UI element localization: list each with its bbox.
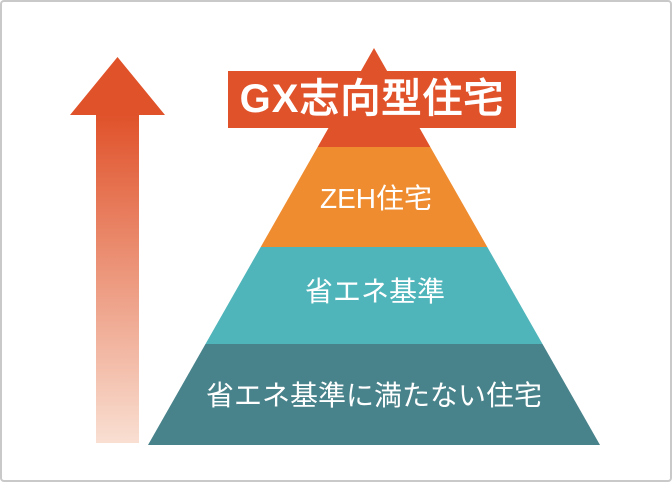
level-1-banner — [228, 71, 516, 128]
level-3-label: 省エネ基準 — [304, 276, 445, 307]
level-1-banner-label: GX志向型住宅 — [239, 77, 505, 121]
level-4-label: 省エネ基準に満たない住宅 — [205, 380, 542, 411]
pyramid-level-4-band — [148, 344, 600, 445]
up-arrow-icon — [70, 57, 165, 443]
level-2-label: ZEH住宅 — [319, 183, 432, 214]
